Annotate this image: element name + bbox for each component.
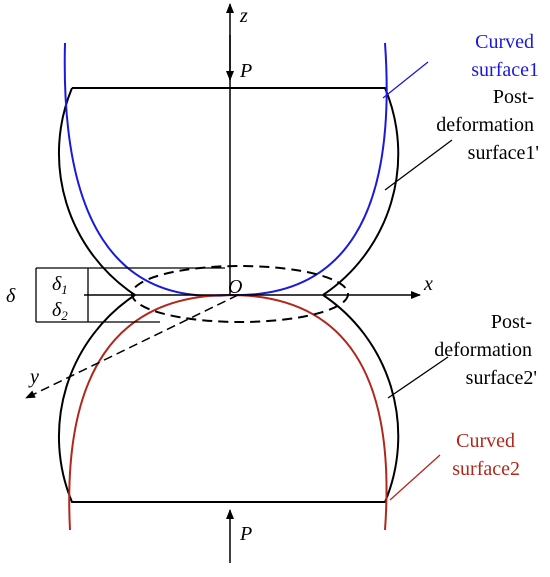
label-curved-surface2: Curved surface2 [452,430,520,480]
leader-post2 [387,356,449,399]
delta-label: δ [6,285,16,307]
leader-curved2 [389,454,441,501]
label-post-deformation-surface1: Post- deformation surface1' [436,86,539,164]
curved-surface1 [63,42,388,297]
load-top-label: P [239,60,252,82]
leader-post1 [384,139,453,191]
origin-label: O [228,276,242,298]
deformed-surface1 [57,87,400,296]
label-post-deformation-surface2: Post- deformation surface2' [434,311,537,389]
delta2-label: δ2 [52,299,68,323]
deformed-surface2 [57,294,400,503]
y-axis-line [25,294,239,399]
x-axis-label: x [423,273,433,295]
curved-surface2 [68,293,388,531]
load-bottom-label: P [239,523,252,545]
contact-ellipse [131,265,349,323]
leader-curved1 [382,61,429,99]
delta1-label: δ1 [52,273,68,297]
z-axis-label: z [239,5,248,27]
label-curved-surface1: Curved surface1 [471,31,539,81]
y-axis-label: y [28,366,39,388]
